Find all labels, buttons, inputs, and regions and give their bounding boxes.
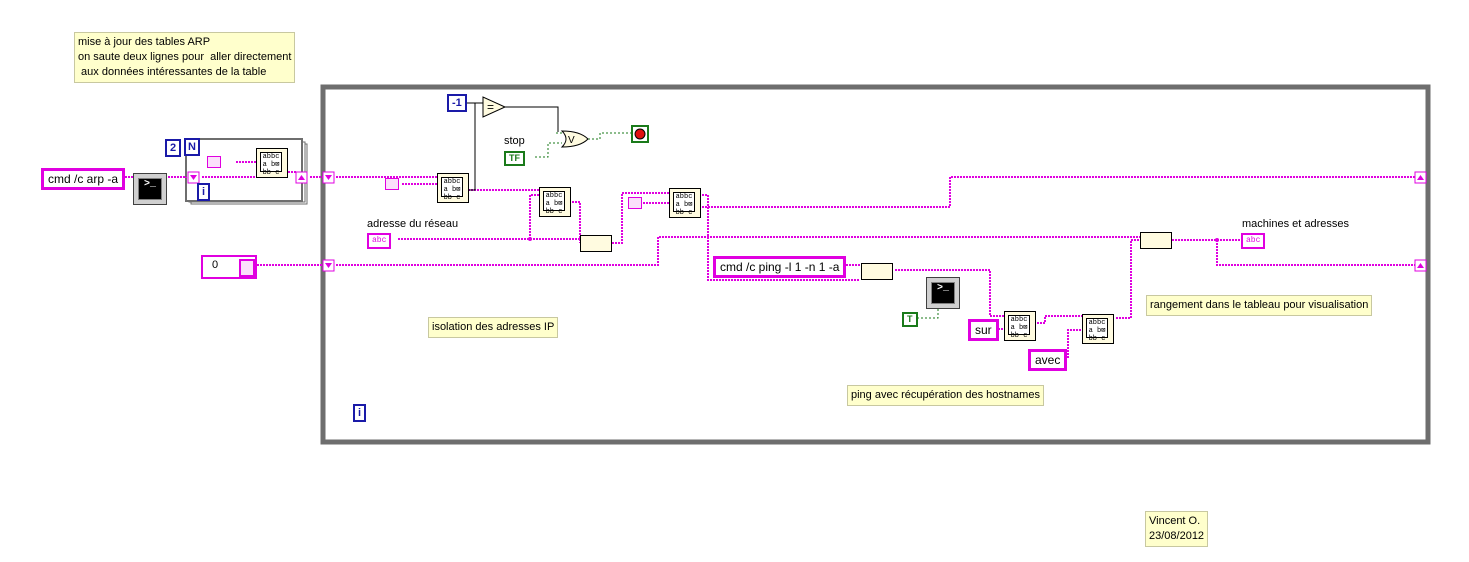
- array-control[interactable]: 0: [201, 255, 257, 279]
- system-exec-ping[interactable]: >_: [926, 277, 960, 309]
- minus-one-constant[interactable]: -1: [447, 94, 467, 112]
- match-pattern-icon-6: abbc a b⊠ bb c: [1086, 318, 1108, 343]
- or-glyph: V: [568, 135, 575, 146]
- equal-comparator: [482, 96, 507, 118]
- for-loop-iteration-terminal: i: [197, 183, 211, 201]
- match-pattern-node-3[interactable]: abbc a b⊠ bb c: [539, 187, 571, 217]
- while-loop-iteration-terminal: i: [353, 404, 367, 422]
- match-pattern-icon-4: abbc a b⊠ bb c: [673, 192, 695, 217]
- wire-junction-2: [528, 237, 532, 241]
- empty-string-constant[interactable]: [628, 197, 642, 209]
- terminal-icon: >_: [138, 178, 162, 200]
- true-constant[interactable]: T: [902, 312, 918, 327]
- match-pattern-node-4[interactable]: abbc a b⊠ bb c: [669, 188, 701, 218]
- eol-constant[interactable]: [207, 156, 221, 168]
- match-pattern-icon-3: abbc a b⊠ bb c: [543, 191, 565, 216]
- comment-isolation: isolation des adresses IP: [428, 317, 559, 338]
- match-pattern-icon: abbc a b⊠ bb c: [260, 152, 282, 177]
- adresse-control[interactable]: abc: [367, 233, 392, 249]
- or-gate: [560, 130, 589, 148]
- machines-indicator: abc: [1241, 233, 1266, 249]
- wire-junction: [1215, 238, 1219, 242]
- comment-rangement: rangement dans le tableau pour visualisa…: [1146, 295, 1373, 316]
- sur-constant[interactable]: sur: [968, 319, 999, 341]
- match-pattern-icon-5: abbc a b⊠ bb c: [1008, 315, 1030, 340]
- build-array-node[interactable]: [1140, 232, 1172, 249]
- cmd-arp-constant[interactable]: cmd /c arp -a: [41, 168, 126, 190]
- match-pattern-node-2[interactable]: abbc a b⊠ bb c: [437, 173, 469, 203]
- string-wires: [125, 161, 1415, 359]
- count-constant[interactable]: 2: [165, 139, 182, 157]
- array-element: [239, 259, 255, 277]
- comment-ping: ping avec récupération des hostnames: [847, 385, 1044, 406]
- comment-author: Vincent O. 23/08/2012: [1145, 511, 1209, 547]
- concatenate-node[interactable]: [580, 235, 612, 252]
- match-pattern-node-6[interactable]: abbc a b⊠ bb c: [1082, 314, 1114, 344]
- boolean-wires: [535, 132, 939, 319]
- terminal-icon-2: >_: [931, 282, 955, 304]
- for-loop-count-terminal: N: [184, 138, 200, 156]
- match-pattern-node-1[interactable]: abbc a b⊠ bb c: [256, 148, 288, 178]
- system-exec-arp[interactable]: >_: [133, 173, 167, 205]
- match-pattern-icon-2: abbc a b⊠ bb c: [441, 177, 463, 202]
- avec-constant[interactable]: avec: [1028, 349, 1068, 371]
- array-index: 0: [212, 259, 219, 271]
- machines-label: machines et adresses: [1242, 218, 1349, 230]
- match-pattern-node-5[interactable]: abbc a b⊠ bb c: [1004, 311, 1036, 341]
- stop-button[interactable]: TF: [504, 151, 525, 166]
- cmd-ping-constant[interactable]: cmd /c ping -l 1 -n 1 -a: [713, 256, 847, 278]
- equal-glyph: =: [487, 100, 494, 114]
- hex-constant[interactable]: [385, 178, 399, 190]
- stop-label: stop: [504, 135, 525, 147]
- stop-indicator-led: [634, 128, 646, 140]
- concatenate-node-2[interactable]: [861, 263, 893, 280]
- comment-arp-update: mise à jour des tables ARP on saute deux…: [74, 32, 296, 83]
- tunnel-arrows: [190, 175, 1424, 268]
- adresse-label: adresse du réseau: [367, 218, 459, 230]
- numeric-wires: [466, 102, 559, 191]
